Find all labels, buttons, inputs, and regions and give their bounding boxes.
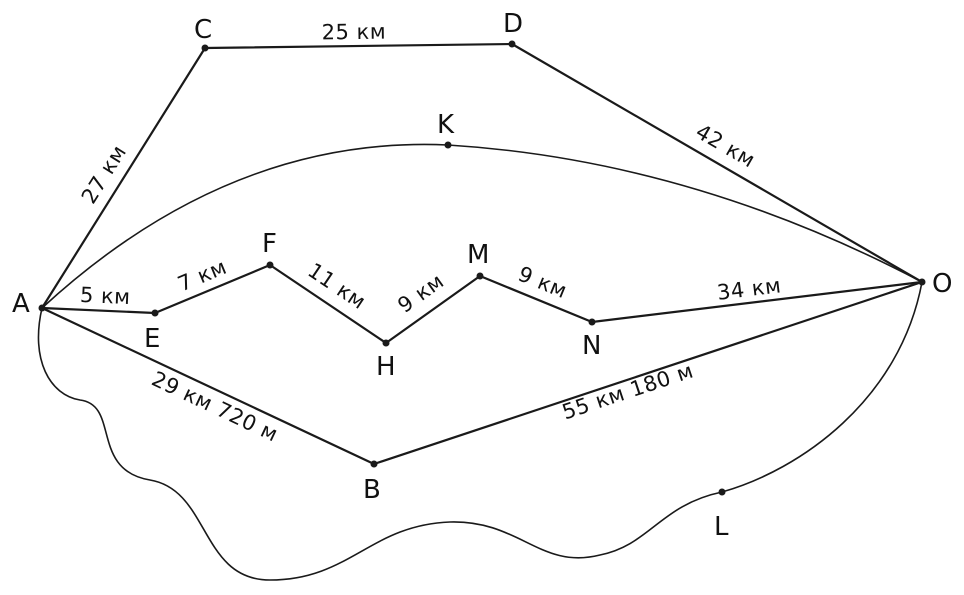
edge-C-D — [203, 42, 514, 50]
point-B-dot — [370, 460, 378, 468]
point-label-B: B — [363, 475, 381, 505]
distance-label-AB: 29 км 720 м — [148, 367, 282, 447]
point-label-L: L — [714, 512, 729, 542]
point-O-dot — [918, 278, 926, 286]
distance-label-HM: 9 км — [393, 269, 448, 318]
point-K-dot — [444, 141, 452, 149]
distance-label-DO: 42 км — [692, 119, 760, 172]
point-label-N: N — [582, 331, 601, 361]
point-N-dot — [588, 318, 596, 326]
distance-label-BO: 55 км 180 м — [559, 358, 696, 424]
distance-label-FH: 11 км — [303, 258, 370, 314]
edge-A-C — [40, 46, 207, 310]
point-L-dot — [718, 488, 726, 496]
edge-A-B — [40, 306, 376, 466]
distance-label-EF: 7 км — [174, 255, 230, 297]
point-label-K: K — [437, 110, 455, 140]
point-F-dot — [266, 261, 274, 269]
point-label-F: F — [262, 229, 277, 259]
point-E-dot — [151, 309, 159, 317]
curve-A-K-O — [41, 143, 923, 309]
point-H-dot — [382, 339, 390, 347]
point-label-H: H — [376, 352, 396, 382]
point-label-M: M — [467, 240, 489, 270]
point-label-O: O — [932, 269, 952, 299]
distance-label-AC: 27 км — [77, 141, 132, 208]
point-C-dot — [201, 44, 209, 52]
point-label-C: C — [194, 15, 212, 45]
point-M-dot — [476, 272, 484, 280]
distance-label-MN: 9 км — [515, 262, 571, 303]
edge-D-O — [510, 42, 924, 284]
point-D-dot — [508, 40, 516, 48]
point-label-A: A — [12, 289, 30, 319]
point-A-dot — [38, 304, 46, 312]
edge-B-O — [372, 280, 924, 466]
distance-label-CD: 25 км — [322, 20, 387, 45]
distance-label-AE: 5 км — [80, 283, 132, 309]
point-label-D: D — [503, 9, 523, 39]
point-label-E: E — [144, 324, 160, 354]
